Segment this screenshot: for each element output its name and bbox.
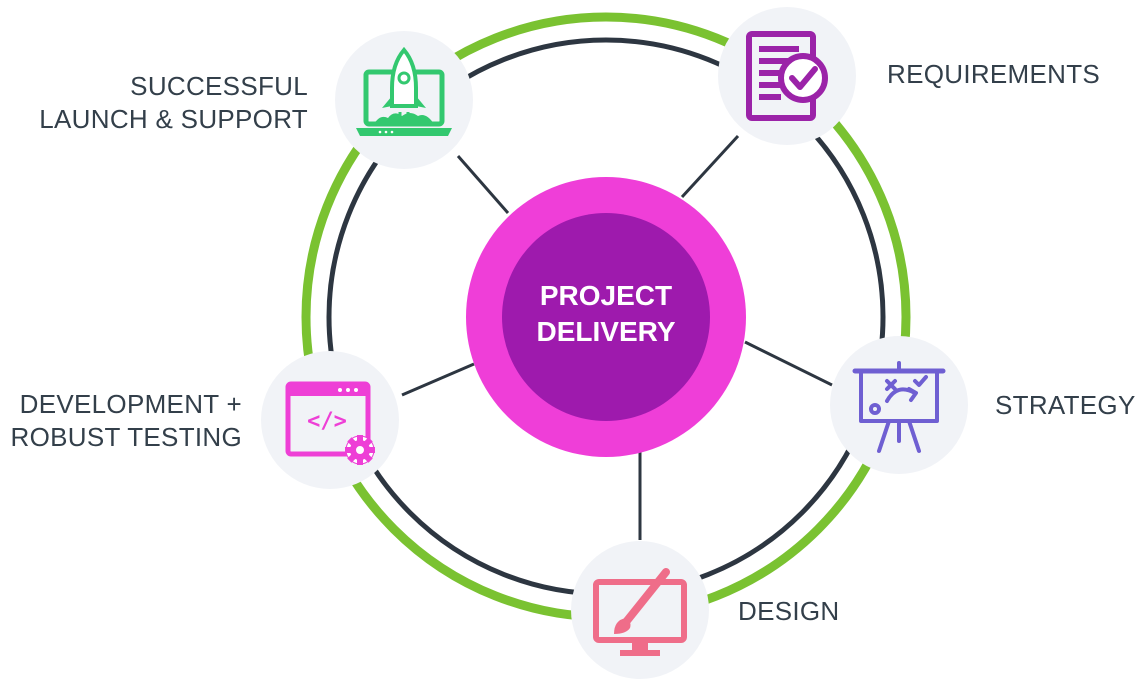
stage-node-design: [571, 541, 709, 679]
stage-label-line: SUCCESSFUL: [130, 71, 308, 101]
stage-label-line: DESIGN: [738, 596, 840, 626]
stage-node-launch: [335, 31, 473, 169]
stage-label-strategy: STRATEGY: [995, 389, 1136, 422]
document-check-icon: [746, 31, 828, 121]
connector-development: [401, 362, 475, 397]
stage-label-line: REQUIREMENTS: [887, 59, 1101, 89]
stage-label-line: LAUNCH & SUPPORT: [39, 104, 308, 134]
laptop-rocket-icon: [356, 46, 452, 136]
center-inner-circle: [502, 213, 710, 421]
strategy-board-icon: [852, 361, 946, 453]
stage-label-requirements: REQUIREMENTS: [887, 58, 1100, 91]
stage-label-line: DEVELOPMENT +: [19, 389, 242, 419]
stage-label-development: DEVELOPMENT + ROBUST TESTING: [11, 388, 243, 454]
connector-lines: [401, 134, 833, 540]
code-window-gear-icon: </>: [285, 381, 375, 465]
stage-label-design: DESIGN: [738, 595, 839, 628]
stage-label-launch: SUCCESSFUL LAUNCH & SUPPORT: [39, 70, 308, 136]
connector-launch: [456, 155, 510, 214]
center-title-line1: PROJECT: [540, 280, 672, 311]
stage-node-development: </>: [261, 351, 399, 489]
stage-label-line: STRATEGY: [995, 390, 1136, 420]
stage-node-requirements: [718, 7, 856, 145]
connector-strategy: [744, 340, 833, 387]
center-title-line2: DELIVERY: [537, 316, 676, 347]
stage-node-strategy: [830, 336, 968, 474]
monitor-paintbrush-icon: [593, 568, 687, 656]
stage-label-line: ROBUST TESTING: [10, 422, 242, 452]
connector-requirements: [680, 134, 740, 199]
svg-text:</>: </>: [307, 409, 347, 434]
